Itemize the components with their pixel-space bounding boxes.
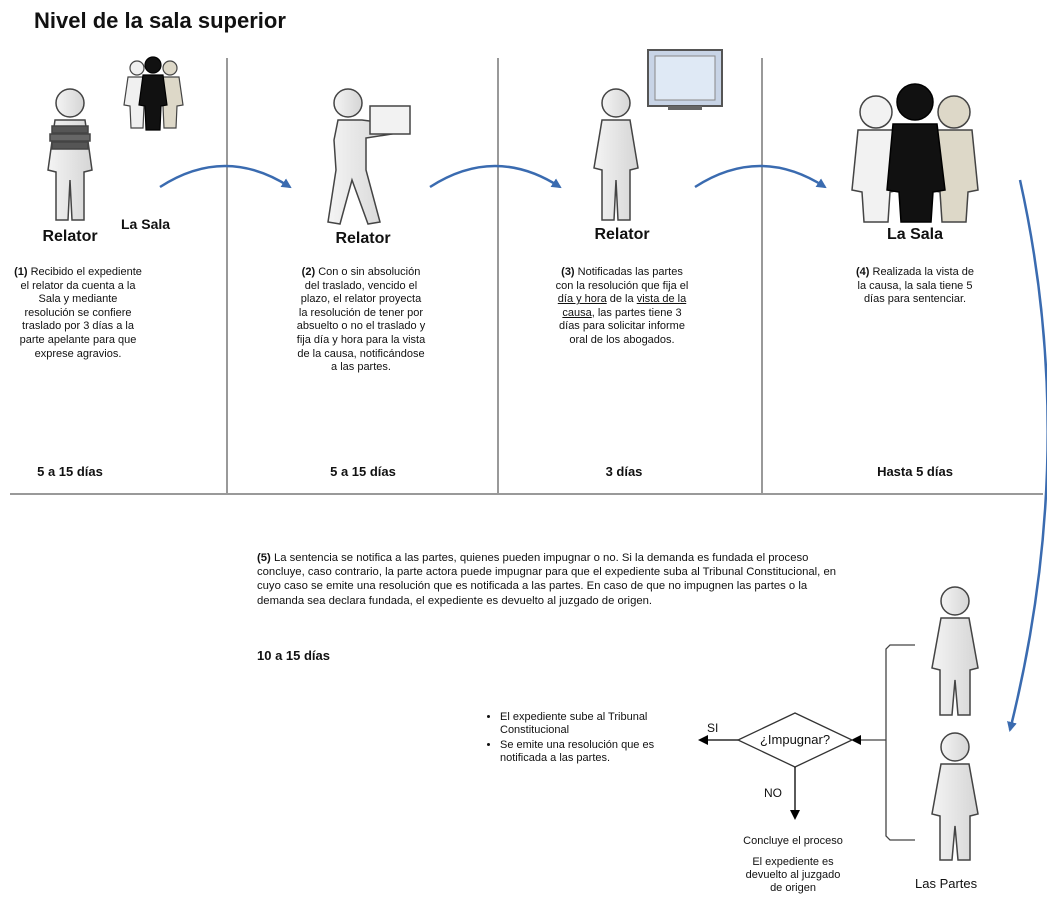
column-4-role: La Sala — [886, 226, 944, 243]
column-4-description: (4) Realizada la vista de la causa, la s… — [854, 266, 976, 307]
step-text: La sentencia se notifica a las partes, q… — [257, 552, 837, 607]
column-2-role: Relator — [335, 230, 391, 247]
step-text: Notificadas las partes con la resolución… — [555, 266, 689, 292]
relator-figure-2 — [327, 88, 411, 225]
list-item: Se emite una resolución que es notificad… — [500, 739, 684, 765]
yes-label: SI — [707, 721, 719, 735]
step-text: de la — [609, 293, 634, 306]
column-3-role: Relator — [594, 226, 650, 243]
step-5-description: (5) La sentencia se notifica a las parte… — [257, 551, 855, 608]
step-number: (4) — [855, 266, 870, 278]
underlined-text: día y hora — [557, 293, 607, 306]
step-text: , las partes tiene 3 días para solicitar… — [559, 306, 685, 346]
parte-figure-top — [931, 586, 979, 716]
step-number: (2) — [301, 266, 316, 278]
column-1-description: (1) Recibido el expediente el relator da… — [12, 266, 144, 361]
la-sala-small-figures — [123, 56, 184, 131]
list-item: El expediente sube al Tribunal Constituc… — [500, 711, 684, 737]
flow-arrows — [159, 164, 1047, 732]
relator-figure-3 — [593, 88, 639, 221]
no-outcome-1: Concluye el proceso — [743, 835, 843, 847]
step-number: (5) — [257, 552, 271, 564]
column-1-duration: 5 a 15 días — [37, 464, 103, 479]
la-sala-large-figures — [851, 83, 979, 223]
relator-figure-1 — [47, 88, 93, 221]
step-number: (1) — [14, 266, 28, 278]
column-4-duration: Hasta 5 días — [877, 464, 953, 479]
column-2-duration: 5 a 15 días — [330, 464, 396, 479]
column-1-role: Relator — [42, 228, 98, 245]
step-text: Recibido el expediente el relator da cue… — [19, 266, 142, 360]
parte-figure-bottom — [931, 732, 979, 861]
step-number: (3) — [561, 266, 575, 278]
column-2-description: (2) Con o sin absolución del traslado, v… — [295, 266, 427, 375]
column-3-description: (3) Notificadas las partes con la resolu… — [554, 266, 690, 348]
no-outcome-2: El expediente es devuelto al juzgado de … — [745, 856, 841, 894]
step-text: Con o sin absolución del traslado, venci… — [296, 266, 426, 374]
monitor-icon — [647, 49, 723, 110]
las-partes-label: Las Partes — [915, 876, 978, 891]
decision-question: ¿Impugnar? — [759, 732, 831, 747]
step-5-duration: 10 a 15 días — [257, 648, 330, 663]
underlined-text: vista de la causa — [562, 293, 687, 319]
step-text: Realizada la vista de la causa, la sala … — [857, 266, 975, 306]
no-label: NO — [764, 786, 782, 800]
la-sala-small-label: La Sala — [121, 216, 171, 232]
yes-outcomes-list: El expediente sube al Tribunal Constituc… — [484, 711, 684, 767]
partes-bracket — [851, 644, 915, 841]
column-dividers — [226, 58, 763, 493]
column-3-duration: 3 días — [605, 464, 643, 479]
page-title: Nivel de la sala superior — [34, 8, 286, 33]
